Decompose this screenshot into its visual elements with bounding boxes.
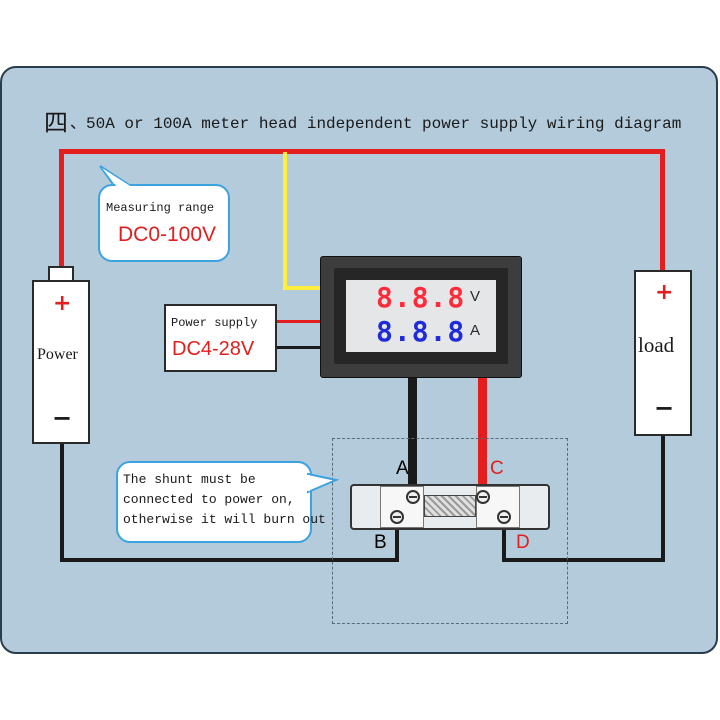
- load-plus: +: [655, 280, 674, 305]
- meter-display: [346, 280, 496, 352]
- red-wire-power-up: [59, 149, 64, 267]
- load-minus: −: [654, 394, 675, 422]
- red-wire-load-up: [660, 149, 665, 271]
- black-wire-d-bottom: [502, 558, 665, 562]
- measuring-bubble-tail-cover: [102, 168, 138, 193]
- measuring-range-bubble: [98, 184, 230, 262]
- voltage-unit: V: [470, 288, 481, 305]
- black-wire-load-down: [661, 434, 665, 562]
- power-supply-value: DC4-28V: [172, 338, 255, 360]
- shunt-warning-line2: connected to power on,: [123, 492, 295, 507]
- screw-b: [390, 510, 404, 524]
- terminal-c-label: C: [490, 458, 504, 479]
- black-wire-a: [408, 376, 417, 498]
- terminal-a-label: A: [396, 458, 409, 479]
- screw-d: [497, 510, 511, 524]
- black-wire-power-down: [60, 442, 64, 562]
- diagram-title: 四 、50A or 100A meter head independent po…: [44, 103, 681, 138]
- red-wire-ps: [275, 320, 323, 323]
- black-wire-b-up: [395, 520, 399, 562]
- shunt-bubble-tail: [306, 472, 340, 494]
- shunt-area: [332, 438, 568, 624]
- terminal-d-label: D: [516, 532, 530, 553]
- load-label: load: [638, 333, 675, 357]
- screw-c: [476, 490, 490, 504]
- shunt-resistor: [424, 495, 476, 517]
- voltage-digits: 8.8.8: [376, 281, 466, 314]
- battery-plus: +: [53, 291, 72, 316]
- red-wire-top: [59, 149, 665, 154]
- shunt-warning-line3: otherwise it will burn out: [123, 512, 326, 527]
- black-wire-b-bottom: [60, 558, 399, 562]
- power-battery: [32, 280, 90, 444]
- measuring-range-label: Measuring range: [106, 201, 215, 215]
- power-supply-label: Power supply: [171, 316, 258, 330]
- black-wire-ps: [275, 346, 323, 349]
- current-digits: 8.8.8: [376, 315, 466, 348]
- title-prefix: 四: [44, 109, 68, 137]
- shunt-warning-bubble: [116, 461, 312, 543]
- current-unit: A: [470, 322, 481, 339]
- battery-label: Power: [37, 346, 78, 363]
- load-box: [634, 270, 692, 436]
- power-supply-box: [164, 304, 277, 372]
- shunt-warning-line1: The shunt must be: [123, 472, 256, 487]
- screw-a: [406, 490, 420, 504]
- black-wire-d-up: [502, 520, 506, 562]
- terminal-b-label: B: [374, 532, 387, 553]
- yellow-wire: [283, 152, 287, 290]
- yellow-wire-horizontal: [283, 286, 323, 290]
- red-wire-c: [478, 376, 487, 496]
- title-text: 、50A or 100A meter head independent powe…: [70, 114, 682, 133]
- measuring-range-value: DC0-100V: [118, 223, 217, 246]
- battery-minus: −: [52, 404, 73, 432]
